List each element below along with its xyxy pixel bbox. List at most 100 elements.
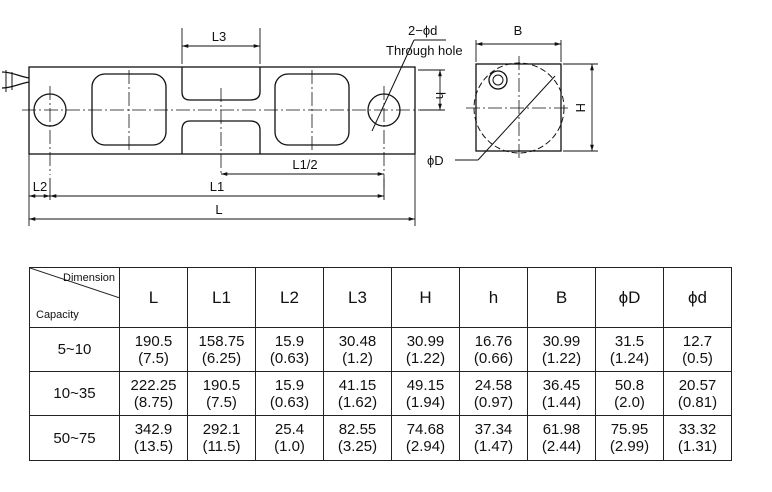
corner-capacity-label: Capacity: [36, 309, 79, 321]
value-cell: 25.4(1.0): [255, 415, 324, 461]
label-L2: L2: [33, 179, 47, 194]
value-metric: 41.15: [338, 376, 377, 394]
value-cell: 222.25(8.75): [119, 371, 188, 416]
value-cell: 12.7(0.5): [663, 327, 732, 372]
value-cell: 82.55(3.25): [323, 415, 392, 461]
value-cell: 342.9(13.5): [119, 415, 188, 461]
value-metric: 15.9: [274, 376, 305, 394]
value-imperial: (11.5): [202, 438, 241, 455]
capacity-cell: 5~10: [29, 327, 120, 372]
value-metric: 30.48: [338, 332, 377, 350]
value-metric: 12.7: [682, 332, 713, 350]
value-cell: 41.15(1.62): [323, 371, 392, 416]
capacity-cell: 10~35: [29, 371, 120, 416]
value-metric: 75.95: [610, 421, 649, 438]
value-imperial: (1.44): [541, 393, 582, 411]
value-metric: 37.34: [474, 421, 513, 438]
value-metric: 74.68: [406, 421, 445, 438]
table-header-row: Dimension Capacity L L1 L2 L3 H h B ϕD ϕ…: [29, 267, 732, 328]
value-imperial: (2.99): [609, 438, 650, 455]
column-header-h: h: [459, 267, 528, 328]
value-imperial: (6.25): [201, 349, 242, 367]
value-cell: 31.5(1.24): [595, 327, 664, 372]
value-metric: 158.75: [198, 332, 245, 350]
value-imperial: (0.63): [269, 349, 310, 367]
side-view-labels: L3 2−ϕd Through hole h L1/2 L2 L1 L: [33, 23, 463, 217]
value-metric: 15.9: [274, 332, 305, 350]
value-metric: 33.32: [678, 421, 717, 438]
value-metric: 30.99: [542, 332, 581, 350]
value-cell: 36.45(1.44): [527, 371, 596, 416]
value-imperial: (1.22): [405, 349, 446, 367]
value-metric: 222.25: [130, 376, 177, 394]
value-metric: 49.15: [406, 376, 445, 394]
value-cell: 190.5(7.5): [187, 371, 256, 416]
value-imperial: (0.63): [269, 393, 310, 411]
value-metric: 190.5: [134, 332, 173, 350]
value-cell: 30.99(1.22): [527, 327, 596, 372]
label-h: h: [433, 92, 448, 99]
value-imperial: (2.0): [614, 393, 645, 411]
column-header-H: H: [391, 267, 460, 328]
label-L1-half: L1/2: [292, 157, 317, 172]
label-L3: L3: [212, 29, 226, 44]
value-metric: 292.1: [202, 421, 241, 438]
column-header-B: B: [527, 267, 596, 328]
value-cell: 190.5(7.5): [119, 327, 188, 372]
value-imperial: (1.2): [342, 349, 373, 367]
value-cell: 15.9(0.63): [255, 371, 324, 416]
value-metric: 30.99: [406, 332, 445, 350]
value-imperial: (0.97): [473, 393, 514, 411]
end-view-labels: B H ϕD: [427, 23, 588, 168]
center-slot-top: [181, 67, 261, 101]
value-imperial: (1.0): [274, 438, 305, 455]
cable: [1, 71, 30, 89]
value-cell: 158.75(6.25): [187, 327, 256, 372]
value-imperial: (0.81): [677, 393, 718, 411]
column-header-L: L: [119, 267, 188, 328]
value-imperial: (1.94): [405, 393, 446, 411]
value-cell: 16.76(0.66): [459, 327, 528, 372]
value-metric: 25.4: [274, 421, 305, 438]
value-metric: 82.55: [338, 421, 377, 438]
capacity-cell: 50~75: [29, 415, 120, 461]
value-imperial: (0.5): [682, 349, 713, 367]
value-metric: 16.76: [474, 332, 513, 350]
value-metric: 24.58: [474, 376, 513, 394]
label-H: H: [573, 103, 588, 112]
value-imperial: (3.25): [337, 438, 378, 455]
value-metric: 20.57: [678, 376, 717, 394]
end-view: [455, 40, 598, 161]
value-imperial: (2.44): [541, 438, 582, 455]
value-metric: 61.98: [542, 421, 581, 438]
value-metric: 50.8: [614, 376, 645, 394]
side-view: [1, 28, 446, 226]
value-imperial: (8.75): [133, 393, 174, 411]
column-header-L3: L3: [323, 267, 392, 328]
value-imperial: (7.5): [138, 349, 169, 367]
dimensions-table: Dimension Capacity L L1 L2 L3 H h B ϕD ϕ…: [29, 267, 732, 461]
column-header-phi-D: ϕD: [595, 267, 664, 328]
load-cell-body: [28, 66, 416, 155]
value-metric: 342.9: [134, 421, 173, 438]
label-L: L: [215, 202, 222, 217]
hole-note-line1: 2−ϕd: [408, 23, 437, 38]
value-cell: 20.57(0.81): [663, 371, 732, 416]
value-cell: 61.98(2.44): [527, 415, 596, 461]
center-slot-bottom: [181, 120, 261, 154]
technical-drawing: L3 2−ϕd Through hole h L1/2 L2 L1 L B H …: [1, 23, 598, 226]
end-view-body: [475, 63, 562, 152]
value-cell: 292.1(11.5): [187, 415, 256, 461]
value-imperial: (13.5): [133, 438, 174, 455]
corner-dimension-label: Dimension: [63, 272, 115, 284]
value-cell: 30.48(1.2): [323, 327, 392, 372]
value-imperial: (1.47): [473, 438, 514, 455]
label-L1: L1: [210, 179, 224, 194]
value-imperial: (1.62): [337, 393, 378, 411]
column-header-L2: L2: [255, 267, 324, 328]
label-phi-D: ϕD: [427, 153, 444, 168]
value-imperial: (2.94): [405, 438, 446, 455]
